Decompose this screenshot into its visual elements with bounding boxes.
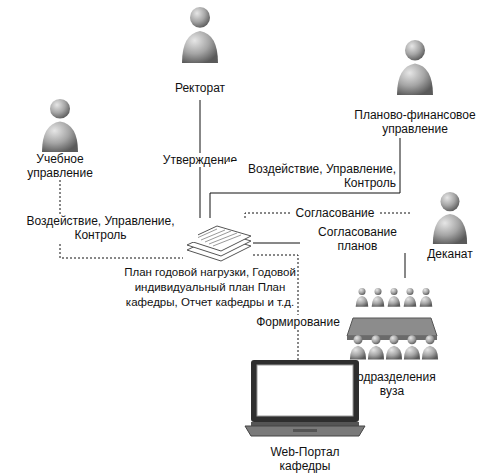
person-icon xyxy=(180,5,220,63)
edge-label: Формирование xyxy=(253,315,343,329)
person-node: Учебное управление xyxy=(12,95,108,180)
person-node: Деканат xyxy=(410,190,490,265)
person-icon xyxy=(395,38,435,95)
node-label: Ректорат xyxy=(155,81,245,95)
edge-label: Воздействие, Управление, Контроль xyxy=(3,214,198,242)
person-icon xyxy=(431,190,469,244)
person-icon xyxy=(40,97,80,152)
edge-label: Согласование планов xyxy=(300,225,415,253)
edge-label: Воздействие, Управление, Контроль xyxy=(226,162,396,190)
node-label: Планово-финансовое управление xyxy=(335,108,495,136)
node-label: Учебное управление xyxy=(12,152,108,180)
person-node: Планово-финансовое управление xyxy=(335,38,495,138)
group-icon xyxy=(347,278,437,366)
laptop-node: Web-Портал кафедры xyxy=(235,360,375,473)
edge-label: Согласование xyxy=(290,206,380,220)
node-label: Web-Портал кафедры xyxy=(260,445,350,473)
person-node: Ректорат xyxy=(155,5,245,100)
node-label: Деканат xyxy=(410,247,490,261)
laptop-icon xyxy=(243,360,367,440)
node-label: План годовой нагрузки, Годовой индивидуа… xyxy=(120,265,300,310)
